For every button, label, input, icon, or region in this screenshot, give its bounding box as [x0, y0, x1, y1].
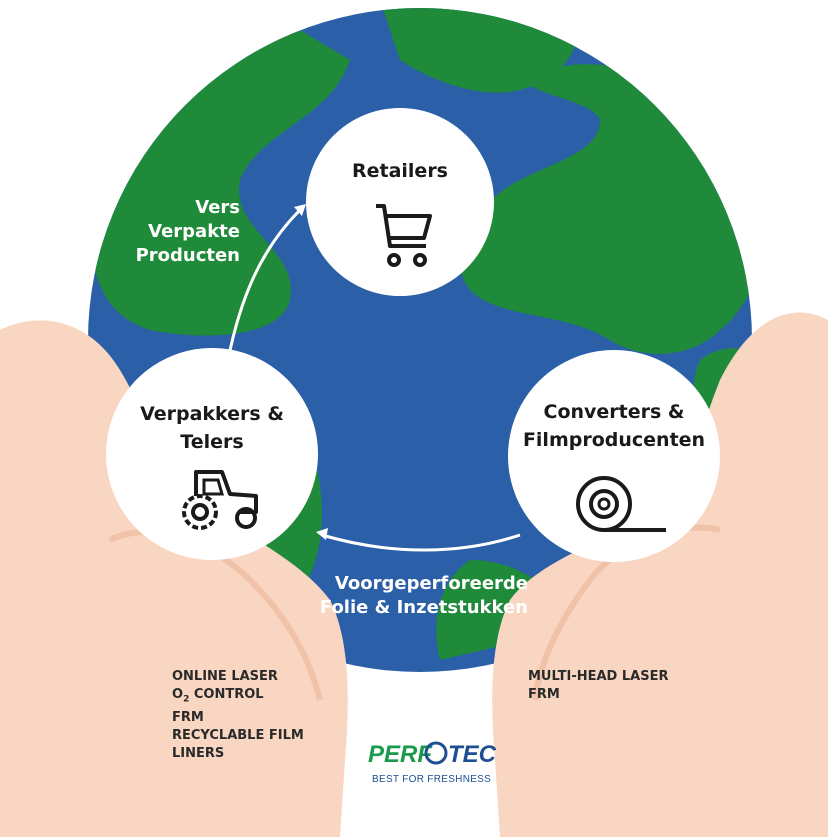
perfotec-logo: PERF TEC BEST FOR FRESHNESS — [366, 732, 497, 792]
converters-node: Converters & Filmproducenten — [508, 350, 720, 562]
growers-label-line1: Verpakkers & — [140, 403, 284, 425]
right-hand — [492, 312, 828, 837]
svg-text:PERF: PERF — [368, 741, 433, 768]
perfotec-logo-mark: PERF TEC BEST FOR FRESHNESS — [368, 741, 497, 785]
svg-text:TEC: TEC — [448, 741, 496, 768]
retailers-node: Retailers — [306, 108, 494, 296]
arrow-to-retailers — [226, 208, 302, 361]
converters-label-line2: Filmproducenten — [522, 429, 706, 451]
logo-tagline: BEST FOR FRESHNESS — [372, 774, 491, 785]
shopping-cart-icon — [376, 204, 432, 267]
flow-label-to-growers: Voorgeperforeerde Folie & Inzetstukken — [319, 573, 528, 618]
flow-label-to-retailers: Vers Verpakte Producten — [135, 197, 240, 266]
left-hand — [0, 320, 348, 837]
retailers-label: Retailers — [351, 160, 448, 182]
arrow-to-growers — [321, 533, 521, 552]
right-hand-features: MULTI-HEAD LASER FRM — [528, 669, 669, 702]
growers-label-line2: Telers — [180, 431, 244, 453]
converters-label-line1: Converters & — [543, 401, 685, 423]
film-roll-icon — [576, 476, 666, 532]
tractor-icon — [182, 470, 258, 530]
left-hand-features: ONLINE LASER O2 CONTROL FRM RECYCLABLE F… — [172, 669, 304, 761]
growers-node: Verpakkers & Telers — [106, 348, 318, 560]
